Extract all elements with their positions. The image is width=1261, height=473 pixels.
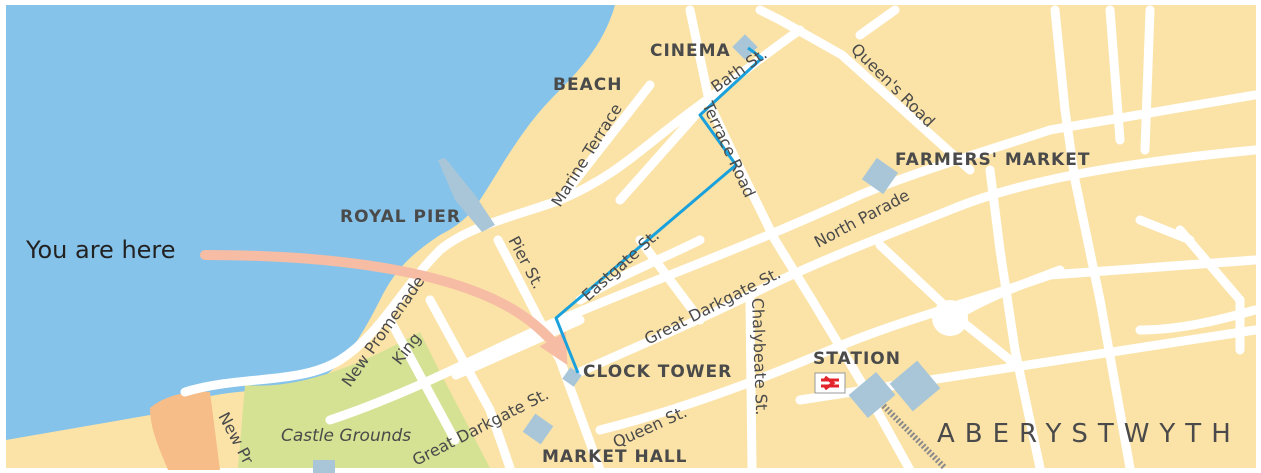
route-line: [554, 46, 764, 374]
rail-station-icon: [814, 372, 846, 394]
castle-grounds-label: Castle Grounds: [281, 426, 411, 446]
sea: [6, 5, 615, 440]
beach-sand: [150, 391, 220, 470]
buildings: [313, 34, 941, 473]
castle-building: [313, 460, 335, 473]
market-hall-building: [522, 413, 554, 445]
roundabout: [932, 300, 968, 336]
farmers-market-building: [861, 157, 899, 195]
town-label: ABERYSTWYTH: [937, 419, 1241, 449]
station-building-2: [889, 360, 941, 412]
you-are-here-label: You are here: [25, 236, 176, 264]
station-label: STATION: [813, 349, 901, 369]
cinema-label: CINEMA: [650, 41, 731, 61]
street-chalybeate-st: Chalybeate St.: [748, 297, 771, 415]
road-network: [180, 5, 1260, 473]
castle-grounds-park: [238, 332, 490, 468]
station-building-1: [848, 371, 896, 419]
clock-tower-label: CLOCK TOWER: [583, 362, 732, 382]
market-hall-label: MARKET HALL: [542, 447, 688, 467]
you-are-here-arrow: [200, 250, 568, 366]
cinema-building: [732, 34, 758, 60]
farmers-market-label: FARMERS' MARKET: [895, 150, 1090, 170]
beach-label: BEACH: [553, 75, 622, 95]
royal-pier-label: ROYAL PIER: [340, 207, 461, 227]
royal-pier: [438, 158, 495, 232]
